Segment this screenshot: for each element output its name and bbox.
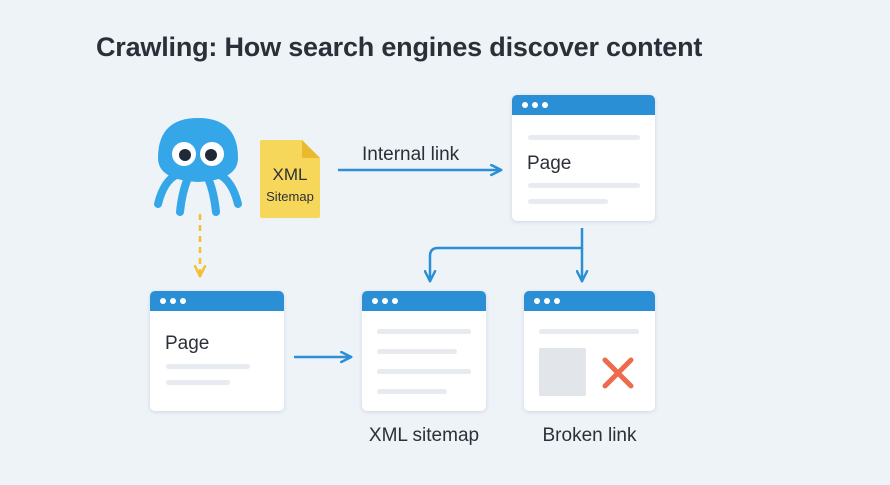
xml-sitemap-window xyxy=(362,291,486,411)
window-title-bar xyxy=(512,95,655,115)
broken-link-window xyxy=(524,291,655,411)
page-label-top: Page xyxy=(527,153,572,174)
sitemap-icon-label-xml: XML xyxy=(272,165,308,184)
xml-sitemap-label: XML sitemap xyxy=(368,425,480,446)
window-title-bar xyxy=(524,291,655,311)
internal-link-label: Internal link xyxy=(362,144,460,165)
sitemap-icon-label-sitemap: Sitemap xyxy=(266,189,314,204)
page-label-left: Page xyxy=(165,333,210,354)
arrow-branch-left xyxy=(423,228,584,283)
window-title-bar xyxy=(150,291,284,311)
missing-image-placeholder xyxy=(539,348,586,396)
page-title: Crawling: How search engines discover co… xyxy=(96,32,703,62)
broken-link-label: Broken link xyxy=(542,425,637,446)
window-title-bar xyxy=(362,291,486,311)
xml-sitemap-file-icon xyxy=(260,140,320,218)
crawler-spider-icon xyxy=(154,118,242,216)
page-window-top: Page xyxy=(512,95,655,221)
page-window-left: Page xyxy=(150,291,284,411)
broken-link-x-icon xyxy=(602,357,634,389)
